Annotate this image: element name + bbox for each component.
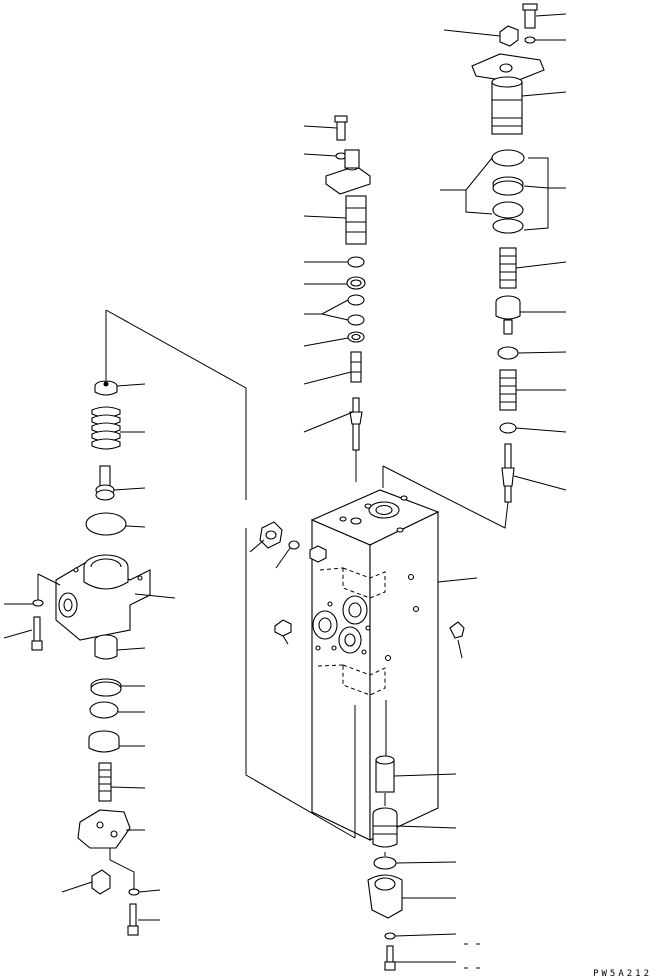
bottom-valve-assembly (367, 755, 403, 971)
left-valve-assembly (31, 380, 151, 936)
centre-valve-assembly (325, 115, 371, 462)
drawing-code: PW5A212 (593, 969, 652, 979)
callout-leaders (3, 13, 567, 969)
right-valve-assembly (471, 3, 545, 503)
valve-body (310, 489, 440, 841)
port-plugs (259, 521, 465, 639)
assembly-trace-lines (37, 309, 509, 890)
